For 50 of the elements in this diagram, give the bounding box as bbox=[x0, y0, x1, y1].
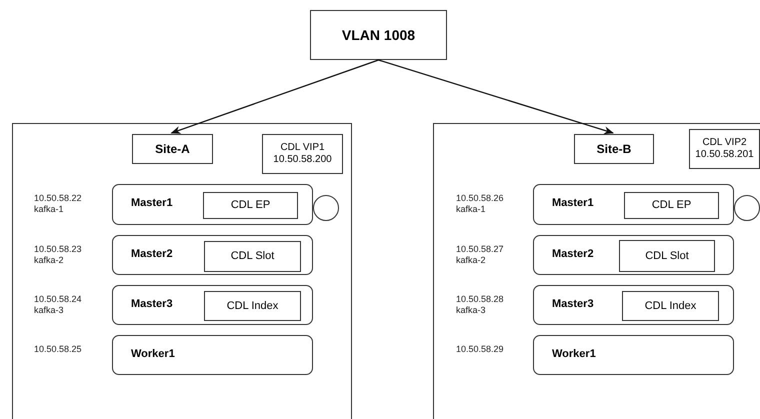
node-label: CDL EP bbox=[230, 198, 270, 214]
server-box bbox=[533, 184, 734, 225]
site-box bbox=[132, 134, 213, 164]
node-label: CDL Index bbox=[226, 298, 278, 314]
server-box bbox=[533, 335, 734, 375]
vip-box bbox=[262, 134, 343, 174]
service-box bbox=[619, 240, 715, 272]
server-box bbox=[112, 335, 313, 375]
host-address-label: 10.50.58.24 kafka-3 bbox=[34, 294, 83, 316]
site-box bbox=[574, 134, 654, 164]
node-label: Site-A bbox=[155, 141, 190, 158]
node-label: VLAN 1008 bbox=[342, 26, 416, 44]
node-label: CDL VIP1 10.50.58.200 bbox=[272, 142, 333, 166]
server-box bbox=[112, 285, 313, 325]
site-panel bbox=[12, 123, 352, 419]
host-address-label: 10.50.58.29 bbox=[456, 344, 505, 355]
site-panel bbox=[433, 123, 760, 419]
host-address-label: 10.50.58.27 kafka-2 bbox=[456, 244, 505, 266]
host-address-label: 10.50.58.26 kafka-1 bbox=[456, 193, 505, 215]
server-box bbox=[112, 235, 313, 275]
node-label: Master1 bbox=[552, 196, 594, 211]
node-label: Master2 bbox=[131, 247, 173, 262]
service-box bbox=[204, 291, 301, 321]
node-label: Worker1 bbox=[131, 347, 175, 362]
node-label: Master2 bbox=[552, 247, 594, 262]
server-box bbox=[533, 235, 734, 275]
service-box bbox=[203, 192, 298, 219]
host-address-label: 10.50.58.23 kafka-2 bbox=[34, 244, 83, 266]
node-label: Master1 bbox=[131, 196, 173, 211]
node-label: CDL VIP2 10.50.58.201 bbox=[694, 137, 755, 161]
node-label: Master3 bbox=[552, 297, 594, 312]
node-label: Master3 bbox=[131, 297, 173, 312]
node-label: CDL Slot bbox=[645, 248, 689, 264]
node-label: CDL Index bbox=[644, 298, 696, 314]
arrow bbox=[378, 59, 614, 134]
server-box bbox=[112, 184, 313, 225]
host-address-label: 10.50.58.28 kafka-3 bbox=[456, 294, 505, 316]
vip-box bbox=[689, 129, 760, 169]
service-box bbox=[622, 291, 719, 321]
node-label: CDL EP bbox=[652, 198, 692, 214]
node-label: Worker1 bbox=[552, 347, 596, 362]
network-box bbox=[310, 10, 447, 60]
service-box bbox=[624, 192, 719, 219]
node-label: CDL Slot bbox=[230, 249, 274, 264]
service-box bbox=[204, 241, 301, 272]
host-address-label: 10.50.58.25 bbox=[34, 344, 83, 355]
server-box bbox=[533, 285, 734, 325]
host-address-label: 10.50.58.22 kafka-1 bbox=[34, 193, 83, 215]
node-label: Site-B bbox=[596, 141, 632, 158]
arrow bbox=[170, 59, 379, 134]
